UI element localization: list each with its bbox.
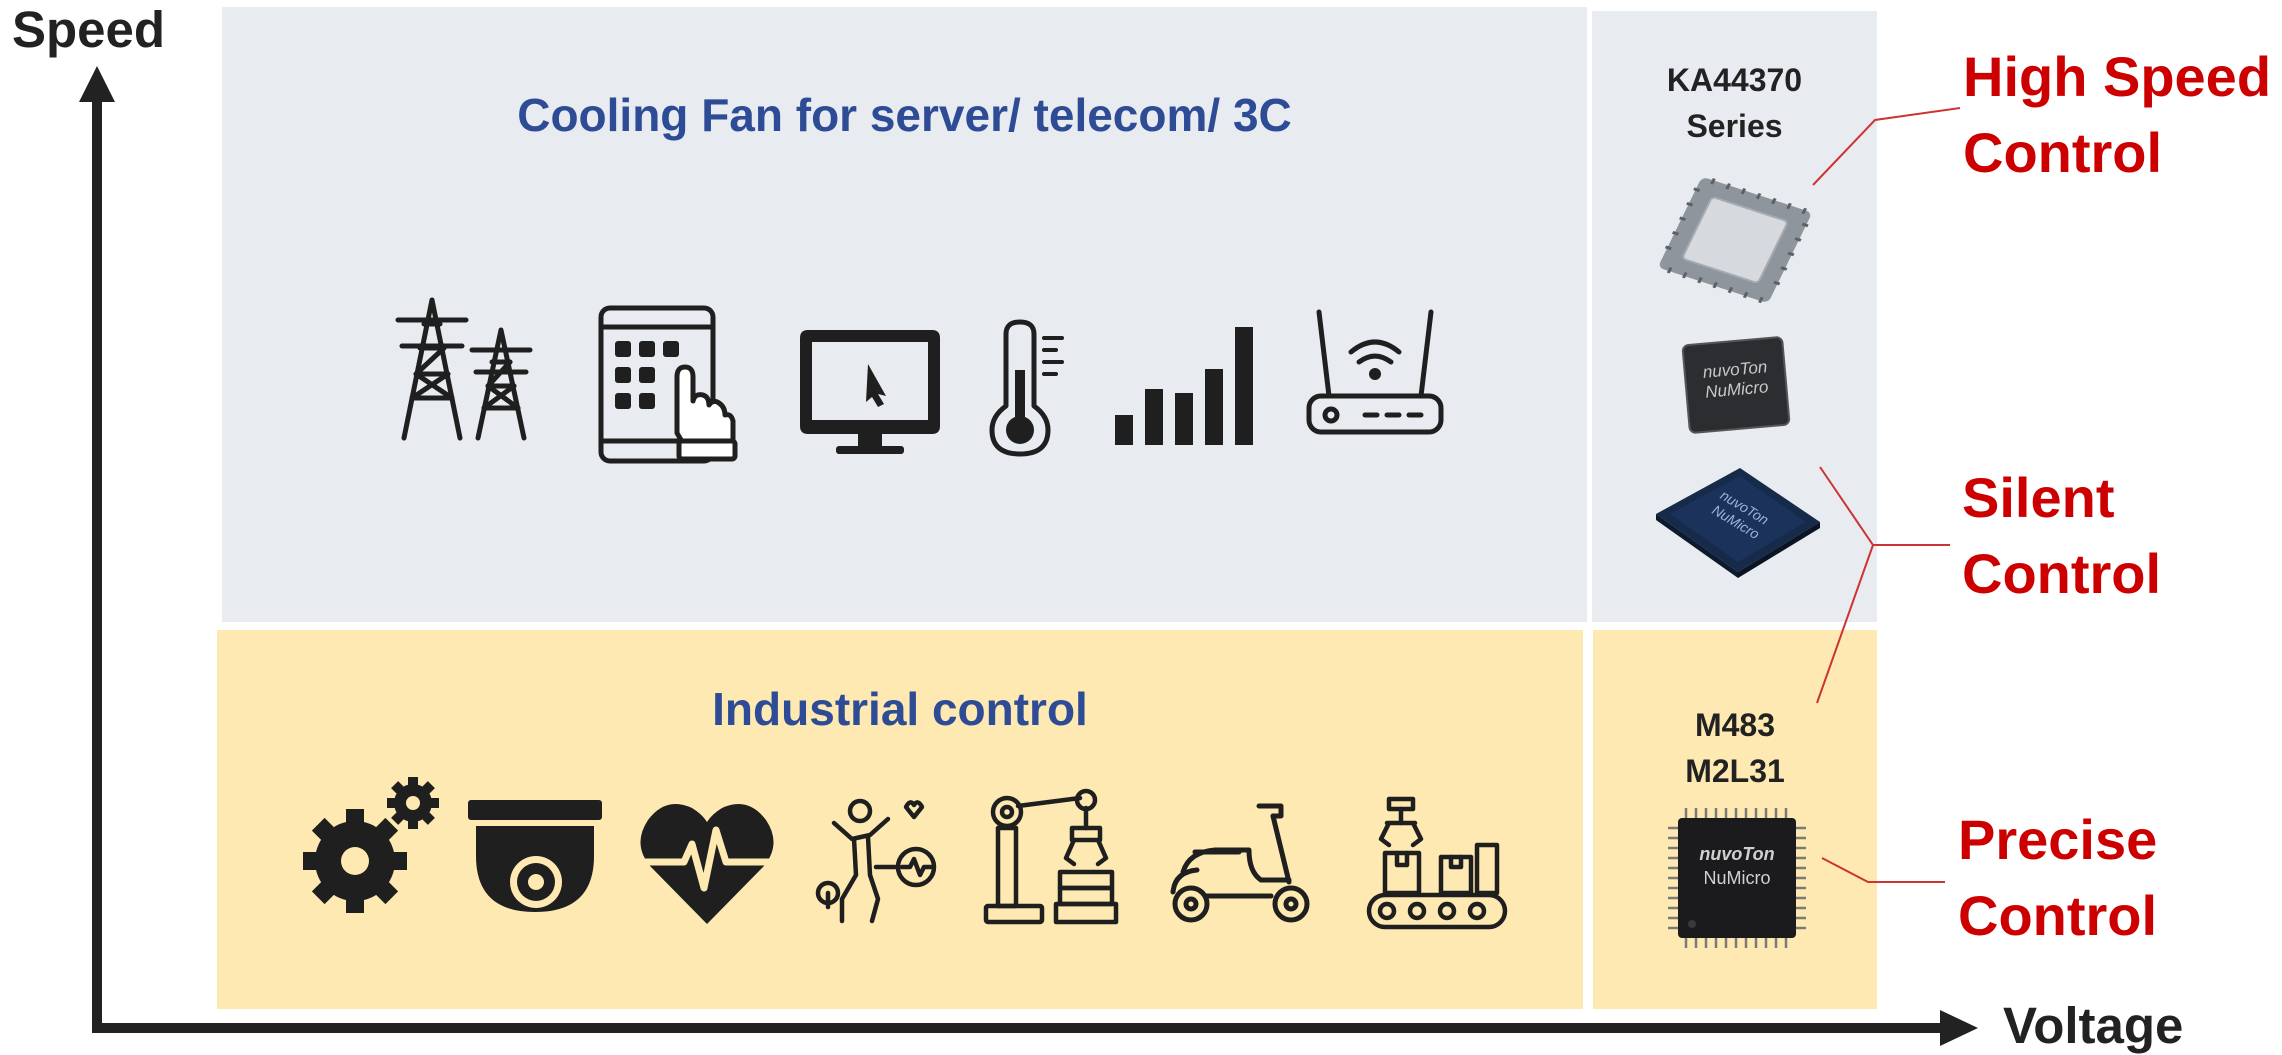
nuvoton-small-chip-image	[1681, 336, 1791, 434]
cooling-panel-title: Cooling Fan for server/ telecom/ 3C	[517, 89, 1292, 141]
x-axis-label: Voltage	[2003, 997, 2184, 1054]
signal-bars-icon	[1115, 327, 1253, 445]
nuvoton-lqfp-chip-image	[1668, 808, 1806, 948]
y-axis-label: Speed	[12, 1, 166, 58]
thermometer-icon	[989, 319, 1064, 457]
industrial-control-panel	[217, 630, 1583, 1009]
qfn-chip-image	[1659, 178, 1811, 304]
monitor-cursor-icon	[800, 330, 940, 454]
m483-m2l31-label: M483 M2L31	[1685, 707, 1785, 789]
precise-control-label: Precise Control	[1958, 808, 2158, 947]
high-speed-control-label: High Speed Control	[1963, 45, 2272, 184]
high-speed-leader	[1812, 107, 1961, 186]
industrial-panel-title: Industrial control	[712, 683, 1088, 735]
silent-control-label: Silent Control	[1962, 466, 2162, 605]
x-axis-arrow	[1940, 1010, 1978, 1046]
ka44370-series-label: KA44370 Series	[1666, 62, 1803, 144]
scooter-icon	[1170, 803, 1310, 923]
nuvoton-blue-chip-image	[1656, 468, 1820, 578]
nuvoton-lqfp-chip-logo: nuvoTon NuMicro	[1699, 844, 1775, 888]
dome-camera-icon	[468, 800, 602, 912]
conveyor-belt-icon	[1366, 796, 1508, 930]
health-person-icon	[815, 798, 937, 924]
transmission-tower-icon	[395, 297, 533, 441]
robot-arm-icon	[983, 788, 1119, 925]
cooling-fan-panel	[222, 7, 1587, 622]
precise-leader	[1821, 857, 1945, 883]
silent-leader	[1816, 466, 1950, 704]
y-axis-arrow	[79, 66, 115, 102]
heart-rate-icon	[640, 804, 774, 924]
tablet-touch-icon	[598, 305, 738, 464]
gears-icon	[303, 777, 439, 913]
wifi-router-icon	[1306, 309, 1444, 435]
